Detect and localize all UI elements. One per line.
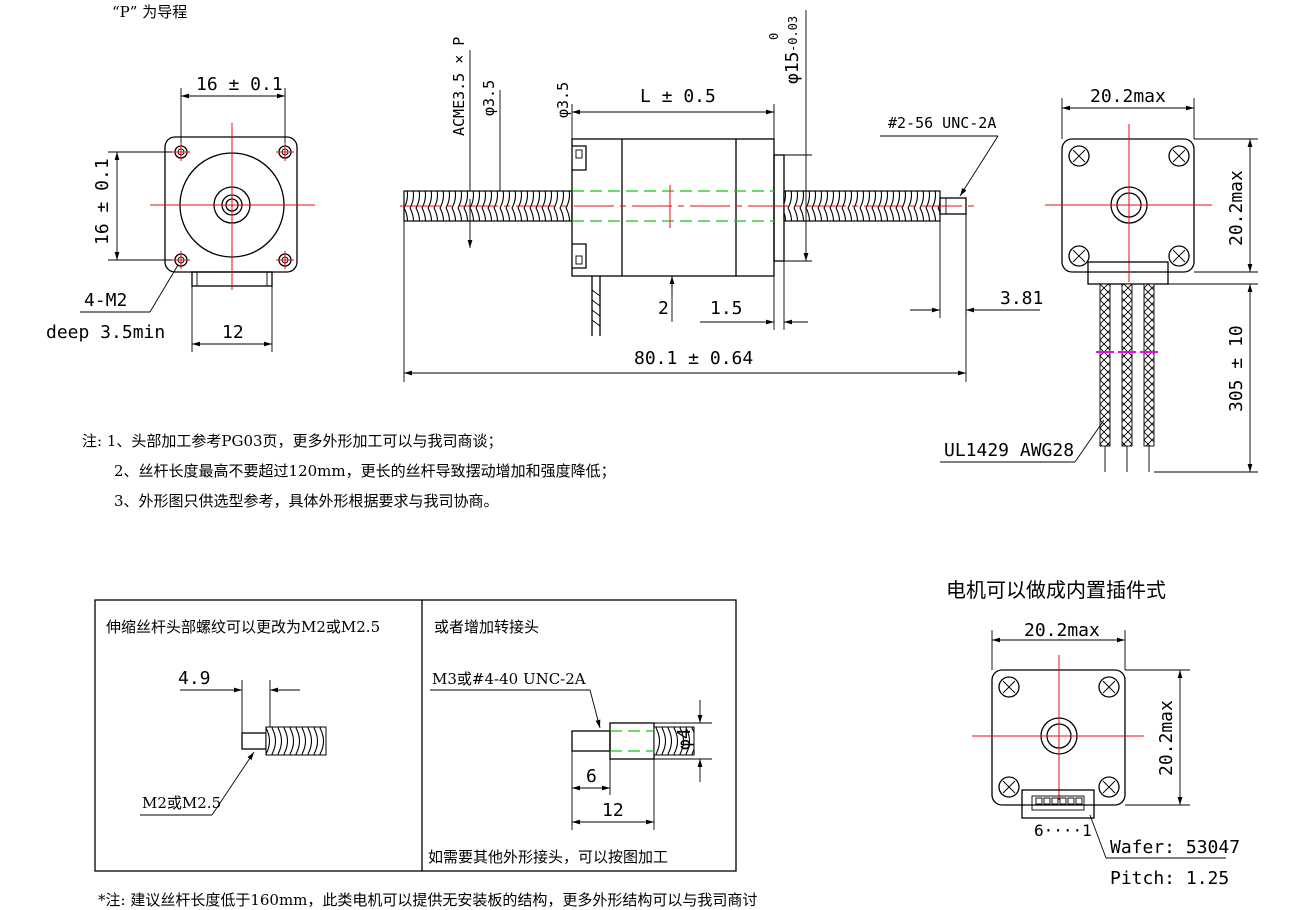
note-1: 注: 1、头部加工参考PG03页，更多外形加工可以与我司商谈； (82, 432, 503, 450)
box-right-footer: 如需要其他外形接头，可以按图加工 (428, 848, 668, 866)
phi15-tol-lower: -0.03 (786, 16, 800, 52)
dim-2: 2 (658, 298, 669, 319)
wafer-label: Wafer: 53047 (1110, 837, 1240, 858)
phi15-tol-upper: 0 (767, 33, 781, 40)
front-bottom-dim: 12 (222, 322, 244, 343)
note-2: 2、丝杆长度最高不要超过120mm，更长的丝杆导致摆动增加和强度降低； (114, 462, 616, 480)
hole-depth: deep 3.5min (46, 322, 165, 343)
unc-label: #2-56 UNC-2A (888, 114, 996, 132)
front-view (80, 88, 315, 352)
hole-label: 4-M2 (84, 290, 127, 311)
note-3: 3、外形图只供选型参考，具体外形根据要求与我司协商。 (114, 492, 499, 510)
options-box (94, 599, 737, 872)
right-width-dim: 20.2max (1090, 86, 1166, 107)
box-right-dim-12: 12 (602, 800, 624, 821)
dim-3-81: 3.81 (1000, 288, 1043, 309)
phi-left: φ3.5 (480, 80, 498, 116)
pin-label: 6····1 (1034, 821, 1092, 840)
length-dim: L ± 0.5 (640, 86, 716, 107)
box-left-label: M2或M2.5 (142, 794, 221, 812)
connector-view (972, 630, 1226, 859)
total-length-dim: 80.1 ± 0.64 (634, 348, 753, 369)
acme-label: ACME3.5 × P (450, 37, 468, 136)
pitch-label: Pitch: 1.25 (1110, 868, 1229, 889)
right-height-dim: 20.2max (1226, 170, 1247, 246)
footer-note: *注: 建议丝杆长度低于160mm，此类电机可以提供无安装板的结构，更多外形结构… (98, 891, 757, 909)
phi15-dim: φ15 (782, 51, 803, 84)
lead-length-dim: 305 ± 10 (1226, 325, 1247, 412)
right-view (940, 98, 1258, 473)
header-note: “P” 为导程 (112, 3, 187, 21)
connector-width-dim: 20.2max (1024, 620, 1100, 641)
box-right-phi: φ4 (674, 728, 695, 750)
box-right-title: 或者增加转接头 (434, 618, 539, 636)
dim-1-5: 1.5 (710, 298, 743, 319)
box-left-dim: 4.9 (178, 668, 211, 689)
box-left-title: 伸缩丝杆头部螺纹可以更改为M2或M2.5 (106, 618, 380, 636)
phi-body: φ3.5 (554, 82, 572, 118)
box-right-label: M3或#4-40 UNC-2A (432, 670, 586, 688)
box-right-dim-6: 6 (586, 766, 597, 787)
side-view (400, 10, 1040, 382)
wire-label: UL1429 AWG28 (944, 440, 1074, 461)
front-height-dim: 16 ± 0.1 (92, 158, 113, 245)
connector-height-dim: 20.2max (1156, 700, 1177, 776)
connector-title: 电机可以做成内置插件式 (946, 578, 1166, 602)
front-width-dim: 16 ± 0.1 (196, 74, 283, 95)
